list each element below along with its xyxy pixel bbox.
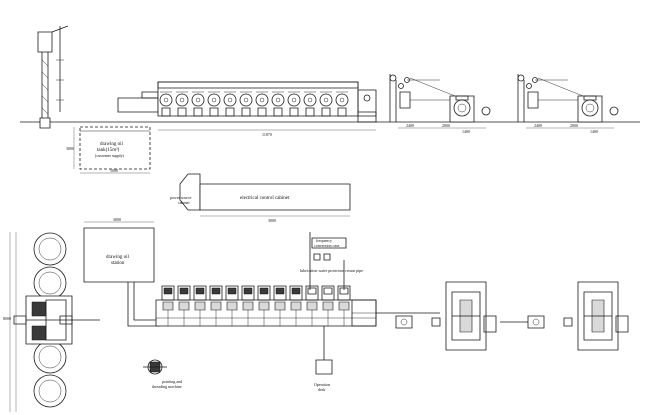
tank-height-dim: 3000 — [66, 146, 74, 151]
payoff-drums: 8000 — [3, 232, 100, 412]
frequency-cabinet: frequency conversion case lubrication wa… — [300, 232, 363, 290]
capstan — [272, 92, 284, 116]
machine-length-dim: 11870 — [262, 132, 272, 137]
drawing-machine-plan — [156, 286, 440, 326]
capstan — [336, 92, 348, 116]
small-cabinet-label-2: conversion case — [314, 243, 340, 248]
plan-unit — [274, 286, 286, 326]
pipe-label: lubrication water protection return pipe — [300, 268, 363, 273]
operation-desk-label-2: desk — [318, 387, 325, 392]
tank-label-2: tank(15m³) — [97, 147, 120, 153]
capstan — [304, 92, 316, 116]
pointing-machine: pointing and threading machine — [143, 360, 182, 389]
payoff-tower — [38, 26, 68, 128]
left-dim: 8000 — [3, 316, 11, 321]
pointing-label-2: threading machine — [152, 384, 182, 389]
tank-width-dim: 5000 — [110, 168, 118, 173]
capstan — [208, 92, 220, 116]
plan-unit — [210, 286, 222, 326]
takeup-plan-2 — [528, 282, 628, 350]
oil-station-label-2: station — [111, 261, 125, 266]
capstan-group — [160, 92, 348, 116]
oil-station-dim: 3000 — [113, 217, 121, 222]
operation-desk: Operation desk — [314, 326, 332, 392]
power-source-label-2: cabinet — [178, 200, 190, 205]
capstan — [288, 92, 300, 116]
plan-unit — [242, 286, 254, 326]
takeup-plan-1 — [396, 282, 496, 350]
drawing-machine-elevation: 11870 — [118, 82, 376, 137]
electrical-cabinets: power source cabinet electrical control … — [170, 174, 350, 223]
tank-label-1: drawing oil — [100, 142, 124, 147]
capstan — [320, 92, 332, 116]
tu1-dim-a: 2400 — [406, 123, 414, 128]
tank-label-3: (customer supply) — [95, 153, 125, 158]
capstan — [176, 92, 188, 116]
capstan — [160, 92, 172, 116]
operation-desk-label-1: Operation — [314, 382, 330, 387]
electrical-cabinet-label: electrical control cabinet — [240, 196, 290, 201]
plan-unit — [162, 286, 174, 326]
capstan — [256, 92, 268, 116]
plan-unit — [194, 286, 206, 326]
drawing-oil-station: drawing oil station 3000 — [84, 217, 160, 326]
tu2-dim-a: 2400 — [534, 123, 542, 128]
tu1-dim-c: 1400 — [462, 129, 470, 134]
small-cabinet-label-1: frequency — [316, 238, 332, 243]
tu1-dim-b: 2000 — [442, 123, 450, 128]
pointing-label-1: pointing and — [162, 379, 182, 384]
capstan — [224, 92, 236, 116]
takeup-elevation-1: 2400 2000 1400 — [390, 74, 490, 134]
plan-unit — [290, 286, 302, 326]
takeup-elevation-2: 2400 2000 1400 — [518, 74, 618, 134]
capstan — [192, 92, 204, 116]
tu2-dim-c: 1400 — [590, 129, 598, 134]
plan-view: 8000 drawing oil station 3000 — [3, 217, 628, 412]
oil-station-label-1: drawing oil — [106, 255, 130, 260]
drawing-oil-tank: drawing oil tank(15m³) (customer supply)… — [66, 127, 150, 173]
plan-unit — [322, 286, 334, 326]
cabinet-dim: 3000 — [268, 218, 276, 223]
power-source-label-1: power source — [170, 195, 192, 200]
tu2-dim-b: 2000 — [570, 123, 578, 128]
capstan — [240, 92, 252, 116]
elevation-view: drawing oil tank(15m³) (customer supply)… — [20, 26, 640, 173]
